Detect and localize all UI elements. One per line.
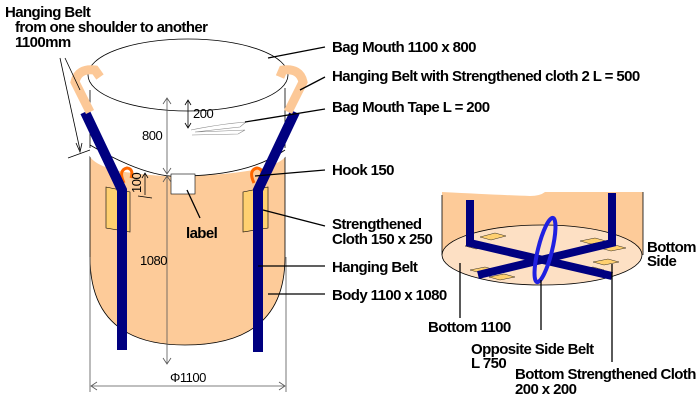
callout-bag-mouth-tape: Bag Mouth Tape L = 200 — [332, 99, 490, 116]
hanging-belt-left — [80, 109, 127, 350]
callout-bag-mouth: Bag Mouth 1100 x 800 — [332, 39, 476, 56]
hook-left — [120, 166, 134, 184]
callout-bottom-side-1: Bottom — [647, 239, 696, 256]
bottom-belt-right — [477, 193, 616, 279]
callout-hanging-belt-strengthened: Hanging Belt with Strengthened cloth 2 L… — [332, 68, 640, 85]
bottom-belt-left — [466, 200, 613, 280]
dimension-800-text: 800 — [142, 128, 162, 143]
dimension-200 — [184, 99, 192, 129]
dimension-diameter-text: Φ1100 — [170, 370, 206, 385]
dimension-1080 — [162, 175, 172, 365]
callout-opposite-belt-1: Opposite Side Belt — [471, 341, 594, 358]
belt-loop-left — [70, 65, 104, 115]
title-line-3: 1100mm — [15, 34, 71, 51]
bag-body — [89, 144, 286, 346]
callout-strengthened-cloth-1: Strengthened — [332, 216, 422, 233]
callout-hook: Hook 150 — [332, 162, 394, 179]
callout-hanging-belt: Hanging Belt — [332, 259, 418, 276]
dimension-100 — [137, 172, 153, 199]
shoulder-arrows — [59, 57, 91, 159]
hanging-belt-right — [253, 109, 300, 352]
callout-body: Body 1100 x 1080 — [332, 287, 447, 304]
title-line-2: from one shoulder to another — [15, 19, 208, 36]
dimension-800 — [162, 97, 172, 175]
opposite-side-belt — [532, 215, 558, 285]
dimension-100-text: 100 — [129, 173, 144, 193]
belt-loop-right — [275, 65, 308, 115]
callout-label: label — [186, 225, 218, 242]
leader-lines — [186, 46, 613, 362]
callout-bottom-cloth-2: 200 x 200 — [515, 381, 577, 398]
callout-bottom-cloth-1: Bottom Strengthened Cloth — [515, 366, 696, 383]
callout-opposite-belt-2: L 750 — [471, 355, 506, 372]
callout-bottom-side-2: Side — [647, 253, 677, 270]
bag-mouth-tape — [190, 121, 247, 136]
callout-strengthened-cloth-2: Cloth 150 x 250 — [332, 231, 432, 248]
title-line-1: Hanging Belt — [5, 4, 91, 21]
dimension-1080-text: 1080 — [140, 253, 167, 268]
dimension-200-text: 200 — [193, 106, 213, 121]
dimension-diameter — [89, 257, 287, 392]
label-patch — [170, 173, 196, 195]
callout-bottom: Bottom 1100 — [428, 319, 511, 336]
